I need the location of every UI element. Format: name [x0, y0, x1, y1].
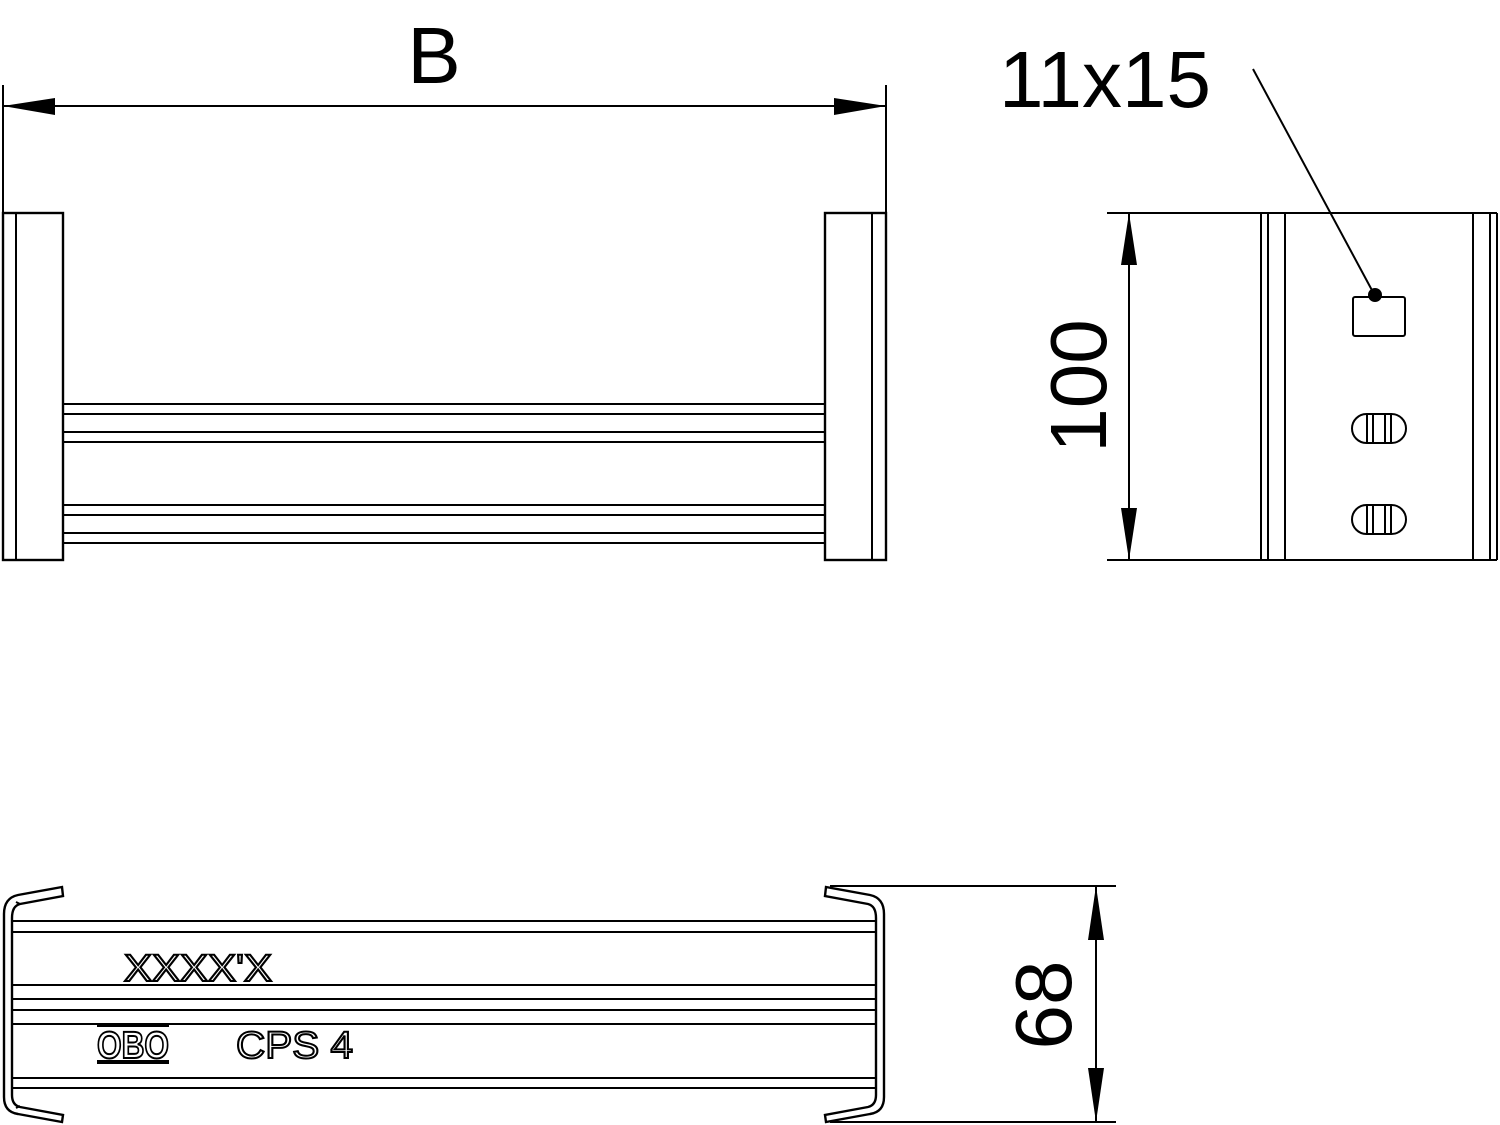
dimension-label-b: B — [407, 11, 460, 100]
arrow-right-icon — [834, 98, 886, 115]
arrow-left-icon — [3, 98, 55, 115]
marking-model: CPS 4 — [236, 1025, 353, 1067]
side-view: 100 11x15 — [999, 35, 1498, 561]
product-markings: XXXX'X OBO CPS 4 — [96, 947, 354, 1068]
arrow-down-icon — [1088, 1068, 1104, 1122]
dimension-label-hole: 11x15 — [999, 35, 1211, 124]
side-plate-outline — [1260, 213, 1498, 560]
slot-hole-1 — [1351, 413, 1407, 444]
top-view: B — [1, 11, 888, 562]
marking-brand-obo: OBO — [97, 1025, 169, 1067]
cross-rails — [63, 403, 825, 544]
leader-dot-icon — [1368, 288, 1382, 302]
left-side-plate — [1, 211, 65, 562]
marking-code: XXXX'X — [124, 948, 272, 990]
hole-leader: 11x15 — [999, 35, 1382, 302]
right-side-plate — [823, 211, 888, 562]
arrow-up-icon — [1088, 886, 1104, 940]
square-hole — [1352, 296, 1406, 337]
slot-hole-2 — [1351, 504, 1407, 535]
left-bent-flange — [2, 885, 65, 1124]
dimension-68: 68 — [830, 885, 1116, 1123]
dimension-b: B — [2, 11, 887, 560]
arrow-up-icon — [1121, 213, 1137, 265]
dimension-label-68: 68 — [999, 961, 1088, 1050]
profile-lines — [12, 920, 876, 1089]
arrow-down-icon — [1121, 508, 1137, 560]
dimension-label-100: 100 — [1034, 319, 1123, 452]
front-view: XXXX'X OBO CPS 4 68 — [2, 885, 1116, 1124]
right-bent-flange — [823, 885, 886, 1124]
dimension-100: 100 — [1034, 212, 1497, 561]
